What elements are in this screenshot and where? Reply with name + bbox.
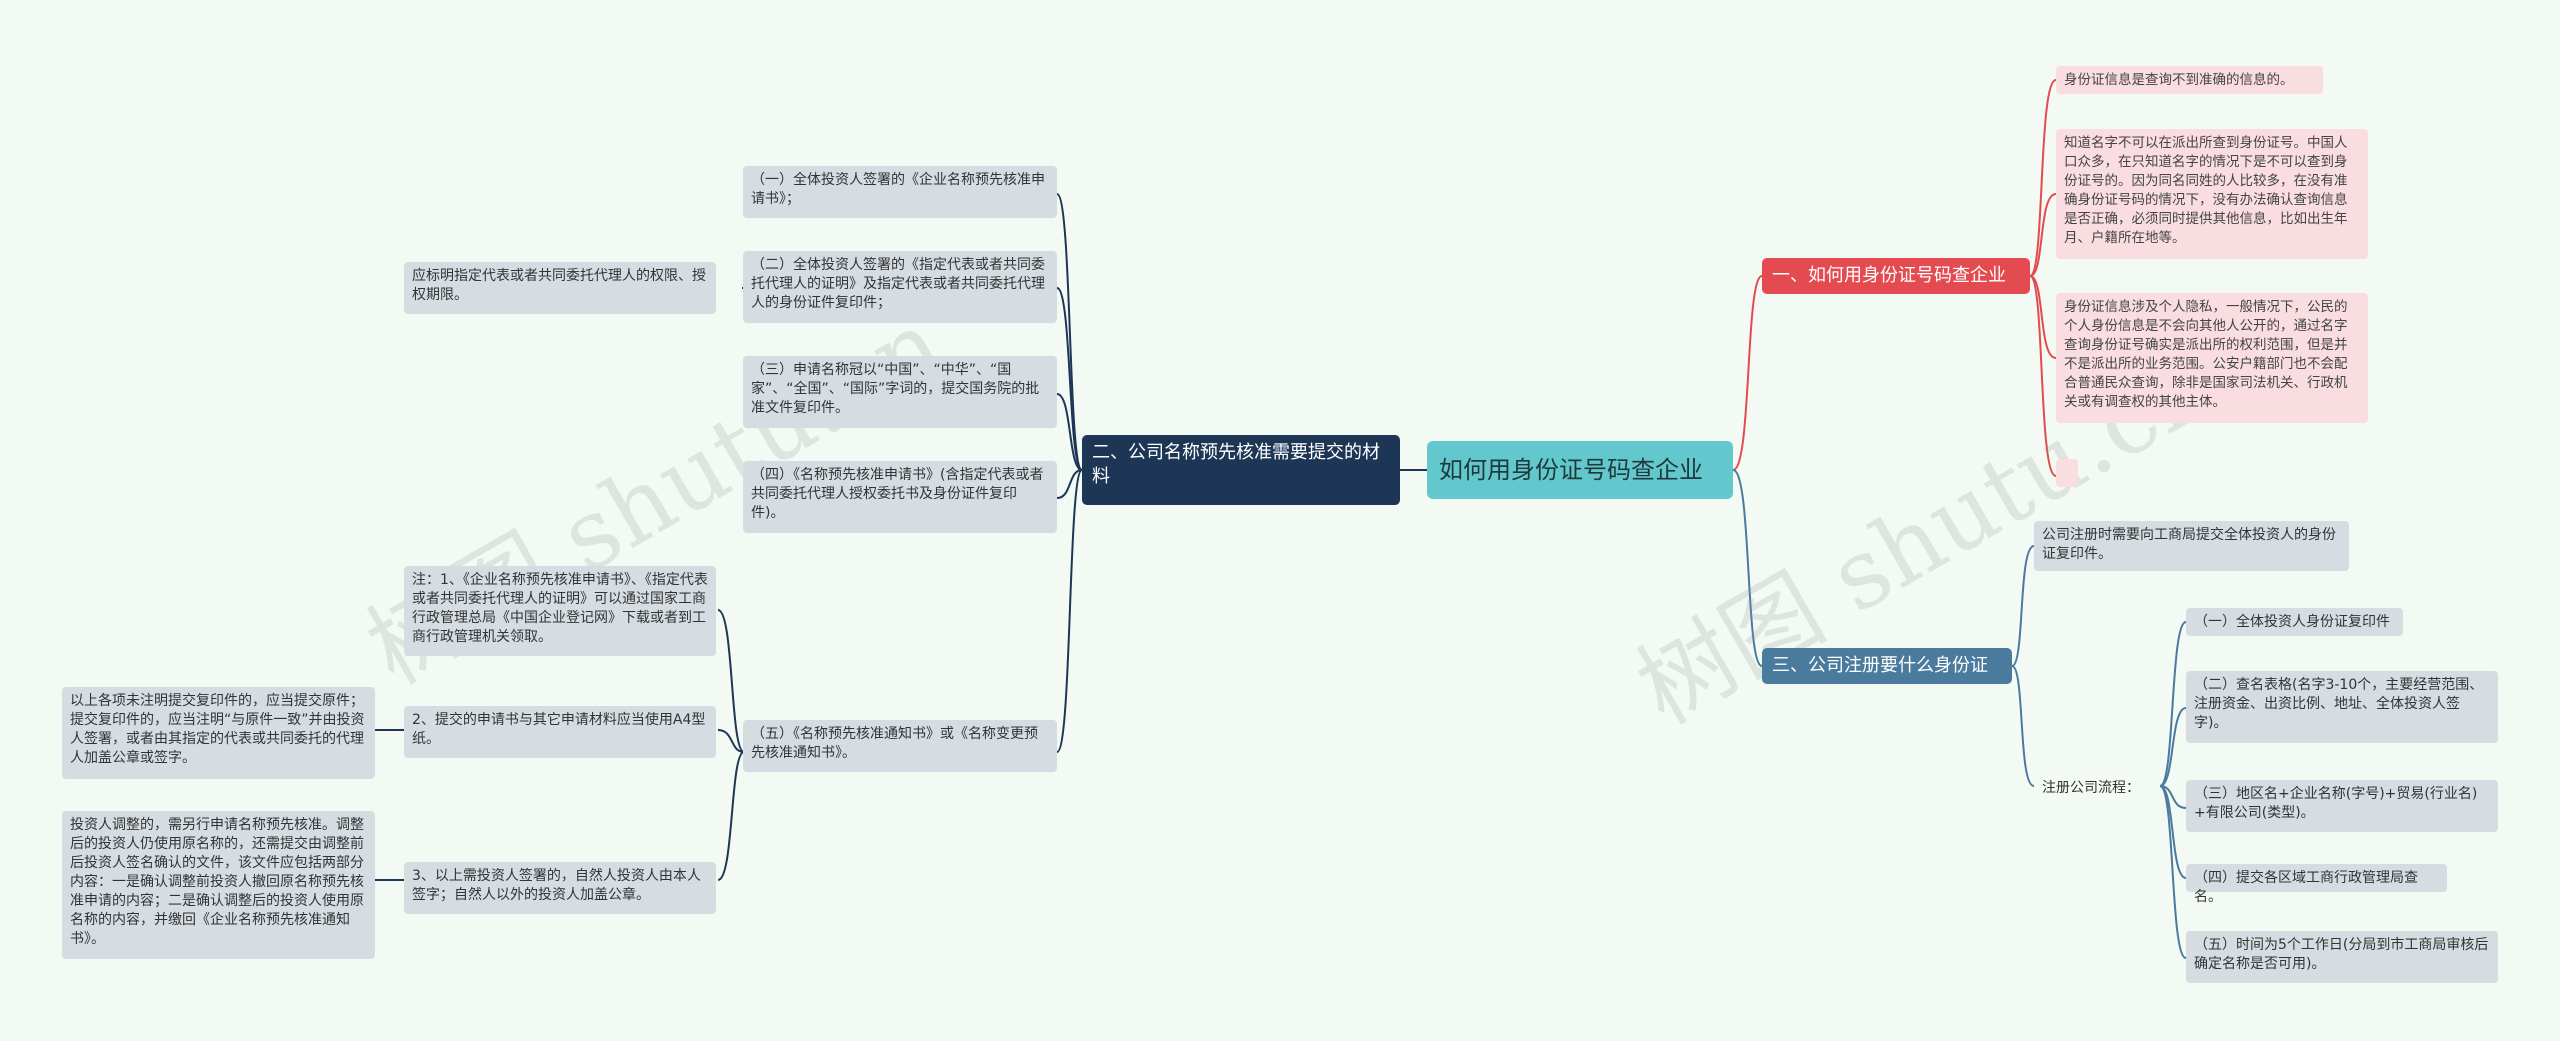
register-process-label[interactable]: 注册公司流程： (2042, 780, 2140, 796)
register-step-3[interactable]: （三）地区名+企业名称(字号)+贸易(行业名)+有限公司(类型)。 (2186, 780, 2498, 832)
material-item-2[interactable]: （二）全体投资人签署的《指定代表或者共同委托代理人的证明》及指定代表或者共同委托… (743, 251, 1057, 323)
material-note-2[interactable]: 2、提交的申请书与其它申请材料应当使用A4型纸。 (404, 706, 716, 758)
branch-query[interactable]: 一、如何用身份证号码查企业 (1762, 258, 2030, 294)
register-step-4[interactable]: （四）提交各区域工商行政管理局查名。 (2186, 864, 2447, 905)
query-item-3[interactable]: 身份证信息涉及个人隐私，一般情况下，公民的个人身份信息是不会向其他人公开的，通过… (2056, 293, 2368, 423)
query-item-1[interactable]: 身份证信息是查询不到准确的信息的。 (2056, 66, 2323, 94)
material-item-2-note[interactable]: 应标明指定代表或者共同委托代理人的权限、授权期限。 (404, 262, 716, 314)
material-note-3-detail[interactable]: 投资人调整的，需另行申请名称预先核准。调整后的投资人仍使用原名称的，还需提交由调… (62, 811, 375, 959)
register-step-2[interactable]: （二）查名表格(名字3-10个，主要经营范围、注册资金、出资比例、地址、全体投资… (2186, 671, 2498, 743)
register-note[interactable]: 公司注册时需要向工商局提交全体投资人的身份证复印件。 (2034, 521, 2349, 571)
branch-register[interactable]: 三、公司注册要什么身份证 (1762, 648, 2012, 684)
branch-material[interactable]: 二、公司名称预先核准需要提交的材料 (1082, 435, 1400, 505)
material-item-3[interactable]: （三）申请名称冠以“中国”、“中华”、“国家”、“全国”、“国际”字词的，提交国… (743, 356, 1057, 428)
material-item-1[interactable]: （一）全体投资人签署的《企业名称预先核准申请书》； (743, 166, 1057, 218)
query-item-4[interactable] (2056, 459, 2078, 487)
material-item-4[interactable]: （四）《名称预先核准申请书》(含指定代表或者共同委托代理人授权委托书及身份证件复… (743, 461, 1057, 533)
material-note-2-detail[interactable]: 以上各项未注明提交复印件的，应当提交原件；提交复印件的，应当注明“与原件一致”并… (62, 687, 375, 779)
material-item-5[interactable]: （五）《名称预先核准通知书》或《名称变更预先核准通知书》。 (743, 720, 1057, 772)
register-step-5[interactable]: （五）时间为5个工作日(分局到市工商局审核后确定名称是否可用)。 (2186, 931, 2498, 983)
query-item-2[interactable]: 知道名字不可以在派出所查到身份证号。中国人口众多，在只知道名字的情况下是不可以查… (2056, 129, 2368, 259)
register-step-1[interactable]: （一）全体投资人身份证复印件 (2186, 608, 2403, 636)
material-note-3[interactable]: 3、以上需投资人签署的，自然人投资人由本人签字；自然人以外的投资人加盖公章。 (404, 862, 716, 914)
material-note-1[interactable]: 注：1、《企业名称预先核准申请书》、《指定代表或者共同委托代理人的证明》可以通过… (404, 566, 716, 656)
root-topic[interactable]: 如何用身份证号码查企业 (1427, 441, 1733, 499)
